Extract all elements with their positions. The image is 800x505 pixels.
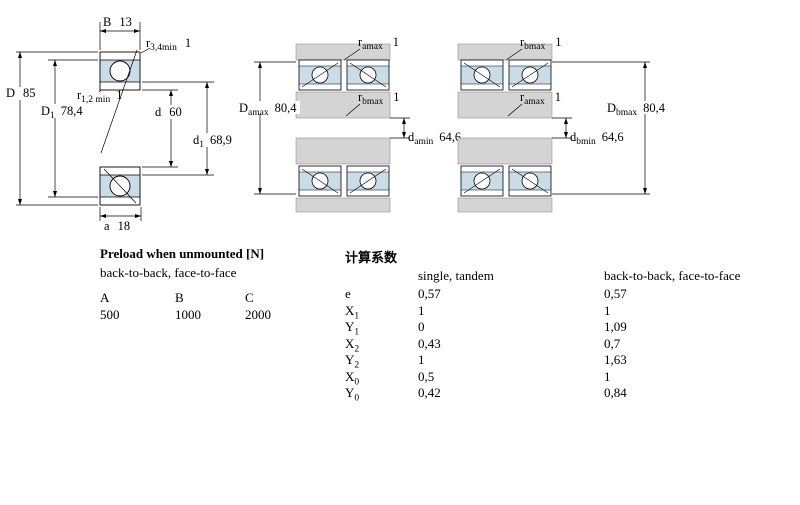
bearing-cell — [298, 59, 342, 91]
preload-col-c: C — [245, 290, 254, 305]
factors-title: 计算系数 — [345, 250, 398, 265]
leader-rbmax — [345, 103, 361, 117]
factor-symbol: X0 — [345, 368, 360, 388]
factor-symbol: e — [345, 286, 351, 301]
housing-section — [457, 197, 553, 213]
preload-col-a: A — [100, 290, 110, 305]
shaft-section — [457, 91, 553, 119]
preload-table-values: 500 1000 2000 — [100, 307, 271, 323]
factor-value-single: 1 — [418, 352, 425, 367]
preload-value-b: 1000 — [175, 307, 201, 322]
factor-symbol: X2 — [345, 335, 360, 355]
factor-value-paired: 0,7 — [604, 335, 621, 351]
factors-row: X0 0,5 1 — [345, 368, 627, 388]
bearing-cell — [460, 59, 504, 91]
contact-angle-line — [100, 49, 138, 154]
shaft-section — [295, 137, 391, 165]
bearing-cell — [346, 59, 390, 91]
preload-table-header: A B C — [100, 290, 254, 306]
preload-col-b: B — [175, 290, 184, 305]
factor-value-paired: 1 — [604, 368, 611, 384]
shaft-section — [457, 137, 553, 165]
factors-row: e 0,57 0,57 — [345, 286, 627, 303]
bearing-cell — [298, 165, 342, 197]
factors-col2-header: back-to-back, face-to-face — [604, 268, 741, 283]
factors-row: Y0 0,42 0,84 — [345, 385, 627, 404]
factor-value-paired: 0,84 — [604, 385, 627, 400]
preload-subtitle: back-to-back, face-to-face — [100, 265, 237, 280]
bearing-section-top — [99, 49, 141, 154]
leader-r34 — [140, 47, 151, 54]
leader-ramax — [507, 103, 523, 117]
factor-value-paired: 1,63 — [604, 352, 627, 367]
preload-value-c: 2000 — [245, 307, 271, 322]
factor-value-single: 0 — [418, 319, 425, 334]
factor-symbol: Y2 — [345, 352, 360, 371]
factors-row: X1 1 1 — [345, 302, 627, 322]
factor-value-paired: 1,09 — [604, 319, 627, 334]
factor-symbol: X1 — [345, 302, 360, 322]
housing-section — [295, 197, 391, 213]
factor-value-paired: 1 — [604, 302, 611, 318]
factor-value-single: 1 — [418, 302, 425, 318]
factors-col1-header: single, tandem — [418, 268, 494, 283]
bearing-cell — [508, 165, 552, 197]
preload-value-a: 500 — [100, 307, 120, 322]
factor-value-single: 0,42 — [418, 385, 441, 400]
contact-angle-line — [103, 168, 137, 204]
bearing-cell — [346, 165, 390, 197]
bearing-cell — [508, 59, 552, 91]
housing-section — [295, 43, 391, 61]
factors-row: X2 0,43 0,7 — [345, 335, 627, 355]
bearing-section-bottom — [99, 166, 141, 206]
factor-symbol: Y0 — [345, 385, 360, 404]
factors-row: Y2 1 1,63 — [345, 352, 627, 371]
factor-value-paired: 0,57 — [604, 286, 627, 301]
factor-value-single: 0,57 — [418, 286, 441, 301]
leader-ramax — [343, 48, 361, 61]
factor-value-single: 0,5 — [418, 368, 435, 384]
factor-symbol: Y1 — [345, 319, 360, 338]
factors-row: Y1 0 1,09 — [345, 319, 627, 338]
housing-section — [457, 43, 553, 61]
leader-rbmax — [505, 48, 523, 61]
factor-value-single: 0,43 — [418, 335, 441, 351]
preload-title: Preload when unmounted [N] — [100, 246, 265, 261]
bearing-cell — [460, 165, 504, 197]
